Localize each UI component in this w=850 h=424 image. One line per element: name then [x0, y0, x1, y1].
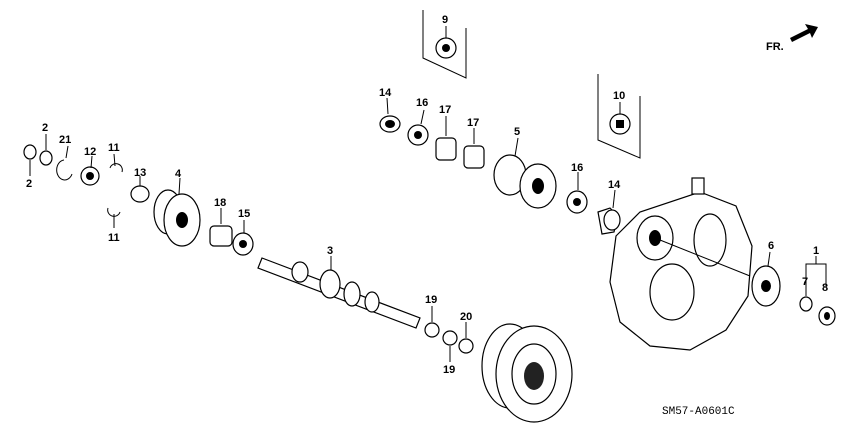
callout-label: 7: [802, 276, 808, 288]
callout-label: 11: [108, 232, 120, 244]
callout-label: 10: [613, 90, 625, 102]
callout-label: 12: [84, 146, 96, 158]
callout-label: 5: [514, 126, 520, 138]
transmission-case: [609, 177, 753, 351]
callout-label: 13: [134, 167, 146, 179]
callout-label: 4: [175, 168, 182, 180]
arrow-icon: [790, 24, 818, 42]
callout-label: 16: [416, 97, 428, 109]
right-parts: [751, 251, 836, 326]
callout-label: 17: [439, 104, 451, 116]
callout-label: 9: [442, 14, 448, 26]
callout-label: 18: [214, 197, 226, 209]
callout-label: 16: [571, 162, 583, 174]
front-direction-label: FR.: [766, 41, 784, 53]
callout-label: 14: [608, 179, 621, 191]
callout-label: 6: [768, 240, 774, 252]
callout-label: 2: [26, 178, 32, 190]
callout-label: 15: [238, 208, 250, 220]
part-10-box: [597, 74, 641, 159]
callout-label: 11: [108, 142, 120, 154]
callout-label: 17: [467, 117, 479, 129]
lower-parts: [424, 306, 573, 423]
callout-label: 19: [425, 294, 437, 306]
callout-label: 8: [822, 282, 828, 294]
callout-label: 20: [460, 311, 472, 323]
left-parts: [23, 134, 254, 256]
callout-label: 19: [443, 364, 455, 376]
callout-label: 21: [59, 134, 71, 146]
front-direction-arrow: FR.: [766, 24, 818, 53]
upper-parts: [379, 97, 621, 235]
part-9-box: [422, 10, 467, 79]
mainshaft-part-3: [257, 256, 421, 329]
diagram-code: SM57-A0601C: [662, 406, 735, 418]
callout-label: 3: [327, 245, 333, 257]
callout-label: 14: [379, 87, 392, 99]
callout-labels: 9 10 14 16 17 17 5 16 14 2 21 12 11 13 4…: [26, 14, 828, 376]
callout-label: 1: [813, 245, 819, 257]
callout-label: 2: [42, 122, 48, 134]
